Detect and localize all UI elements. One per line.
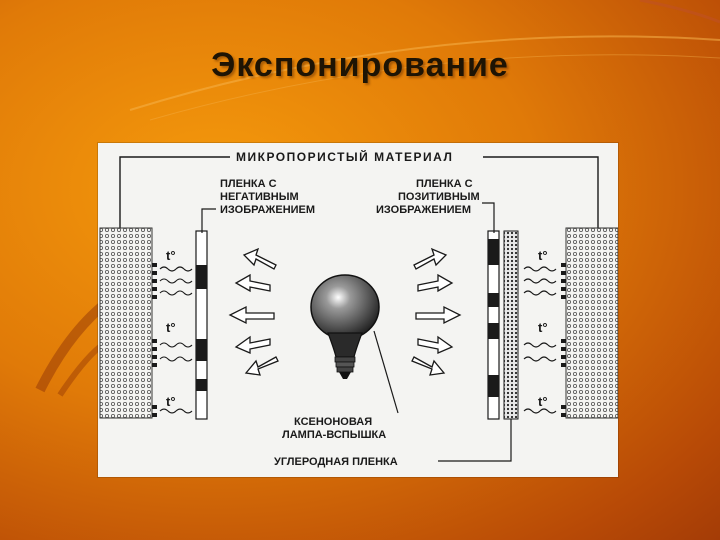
positive-film-strip xyxy=(487,230,500,420)
microporous-block-right xyxy=(565,227,618,419)
leader-neg-film xyxy=(201,208,216,233)
temp-label-right-2: t° xyxy=(538,320,548,335)
temp-label-right-3: t° xyxy=(538,394,548,409)
label-neg-film-2: НЕГАТИВНЫМ xyxy=(220,191,299,203)
slide-title: Экспонирование xyxy=(211,46,509,84)
label-lamp-1: КСЕНОНОВАЯ xyxy=(294,416,372,428)
label-neg-film-1: ПЛЕНКА С xyxy=(220,178,277,190)
temp-label-right-1: t° xyxy=(538,248,548,263)
temp-label-left-2: t° xyxy=(166,320,176,335)
temp-label-left-1: t° xyxy=(166,248,176,263)
leader-microporous-left xyxy=(119,156,230,235)
label-lamp-2: ЛАМПА-ВСПЫШКА xyxy=(282,429,386,441)
diagram-figure: МИКРОПОРИСТЫЙ МАТЕРИАЛ xyxy=(98,143,618,477)
leader-carbon-film xyxy=(438,419,512,462)
light-arrows-left xyxy=(228,247,279,376)
leader-pos-film xyxy=(482,202,495,233)
label-pos-film-3: ИЗОБРАЖЕНИЕМ xyxy=(376,204,471,216)
heating-teeth-right xyxy=(561,263,566,417)
leader-lamp xyxy=(373,330,399,414)
microporous-block-left xyxy=(99,227,153,419)
exposure-diagram: МИКРОПОРИСТЫЙ МАТЕРИАЛ xyxy=(99,149,618,468)
heating-teeth-left xyxy=(152,263,157,417)
label-pos-film-1: ПЛЕНКА С xyxy=(416,178,473,190)
negative-film-strip xyxy=(195,230,208,420)
carbon-film-strip xyxy=(503,230,519,420)
label-pos-film-2: ПОЗИТИВНЫМ xyxy=(398,191,480,203)
xenon-lamp-icon xyxy=(310,274,380,379)
temp-label-left-3: t° xyxy=(166,394,176,409)
leader-microporous-right xyxy=(483,156,599,233)
heat-waves-right xyxy=(523,266,557,414)
label-carbon-film: УГЛЕРОДНАЯ ПЛЕНКА xyxy=(274,456,398,468)
heat-waves-left xyxy=(159,266,193,414)
light-arrows-right xyxy=(411,247,462,376)
label-microporous: МИКРОПОРИСТЫЙ МАТЕРИАЛ xyxy=(236,149,453,164)
label-neg-film-3: ИЗОБРАЖЕНИЕМ xyxy=(220,204,315,216)
